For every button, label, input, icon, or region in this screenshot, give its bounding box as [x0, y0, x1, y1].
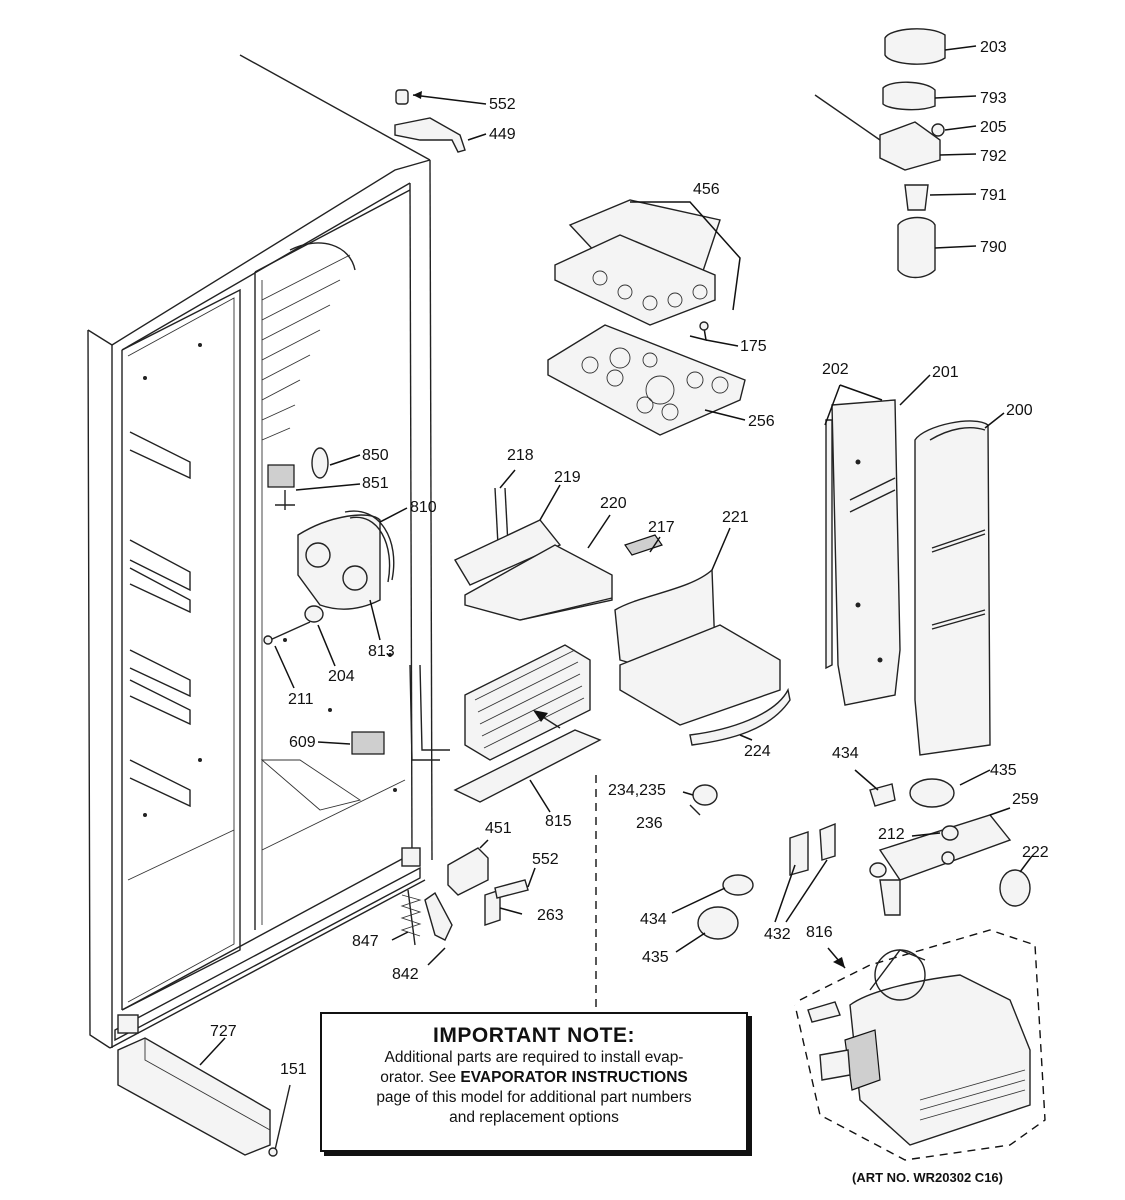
label-263: 263	[537, 907, 564, 924]
evaporator-cover-panels	[824, 374, 1005, 756]
note-title: IMPORTANT NOTE:	[433, 1024, 635, 1047]
top-hinge-assembly	[394, 89, 487, 153]
label-204: 204	[328, 668, 355, 685]
label-236: 236	[636, 815, 663, 832]
label-175: 175	[740, 338, 767, 355]
label-790: 790	[980, 239, 1007, 256]
evaporator-fan-motor-assembly	[794, 929, 1046, 1161]
label-220: 220	[600, 495, 627, 512]
label-432: 432	[764, 926, 791, 943]
label-201: 201	[932, 364, 959, 381]
note-line-4: and replacement options	[449, 1109, 619, 1126]
label-552-top: 552	[489, 96, 516, 113]
label-815: 815	[545, 813, 572, 830]
label-847: 847	[352, 933, 379, 950]
fresh-food-cabinet	[87, 54, 433, 1049]
label-435-upper: 435	[990, 762, 1017, 779]
label-813: 813	[368, 643, 395, 660]
label-221: 221	[722, 509, 749, 526]
art-number: (ART NO. WR20302 C16)	[852, 1170, 1003, 1185]
label-203: 203	[980, 39, 1007, 56]
label-434-upper: 434	[832, 745, 859, 762]
label-791: 791	[980, 187, 1007, 204]
important-note-box: IMPORTANT NOTE: Additional parts are req…	[320, 1012, 748, 1152]
label-842: 842	[392, 966, 419, 983]
label-449: 449	[489, 126, 516, 143]
label-727: 727	[210, 1023, 237, 1040]
label-219: 219	[554, 469, 581, 486]
label-217: 217	[648, 519, 675, 536]
label-259: 259	[1012, 791, 1039, 808]
label-202: 202	[822, 361, 849, 378]
label-218: 218	[507, 447, 534, 464]
label-234-235: 234,235	[608, 782, 666, 799]
light-cover-assembly	[547, 199, 746, 436]
label-793: 793	[980, 90, 1007, 107]
label-200: 200	[1006, 402, 1033, 419]
label-224: 224	[744, 743, 771, 760]
lighting-and-dampers	[671, 769, 1033, 953]
label-434-lower: 434	[640, 911, 667, 928]
label-435-lower: 435	[642, 949, 669, 966]
auger-motor-assembly	[814, 28, 977, 279]
control-components	[263, 447, 408, 755]
label-451: 451	[485, 820, 512, 837]
label-552-lower: 552	[532, 851, 559, 868]
note-line-1: Additional parts are required to install…	[384, 1049, 684, 1066]
label-212: 212	[878, 826, 905, 843]
ice-bucket-support	[454, 469, 791, 746]
note-line-2: orator. See EVAPORATOR INSTRUCTIONS	[322, 1068, 746, 1088]
label-850: 850	[362, 447, 389, 464]
label-205: 205	[980, 119, 1007, 136]
label-256: 256	[748, 413, 775, 430]
note-line-2-text: orator. See	[380, 1069, 461, 1086]
evaporator-instructions-ref: EVAPORATOR INSTRUCTIONS	[460, 1069, 688, 1086]
label-456: 456	[693, 181, 720, 198]
callout-labels: 203 793 205 792 791 790 552 449 456 175 …	[210, 39, 1049, 1078]
label-222: 222	[1022, 844, 1049, 861]
evaporator-assembly	[409, 644, 602, 813]
label-851: 851	[362, 475, 389, 492]
label-810: 810	[410, 499, 437, 516]
label-816: 816	[806, 924, 833, 941]
label-151: 151	[280, 1061, 307, 1078]
label-792: 792	[980, 148, 1007, 165]
grille-kickplate	[117, 1037, 291, 1157]
label-609: 609	[289, 734, 316, 751]
label-211: 211	[288, 691, 314, 708]
note-line-3: page of this model for additional part n…	[376, 1089, 692, 1106]
bottom-hinge-parts	[391, 839, 536, 966]
